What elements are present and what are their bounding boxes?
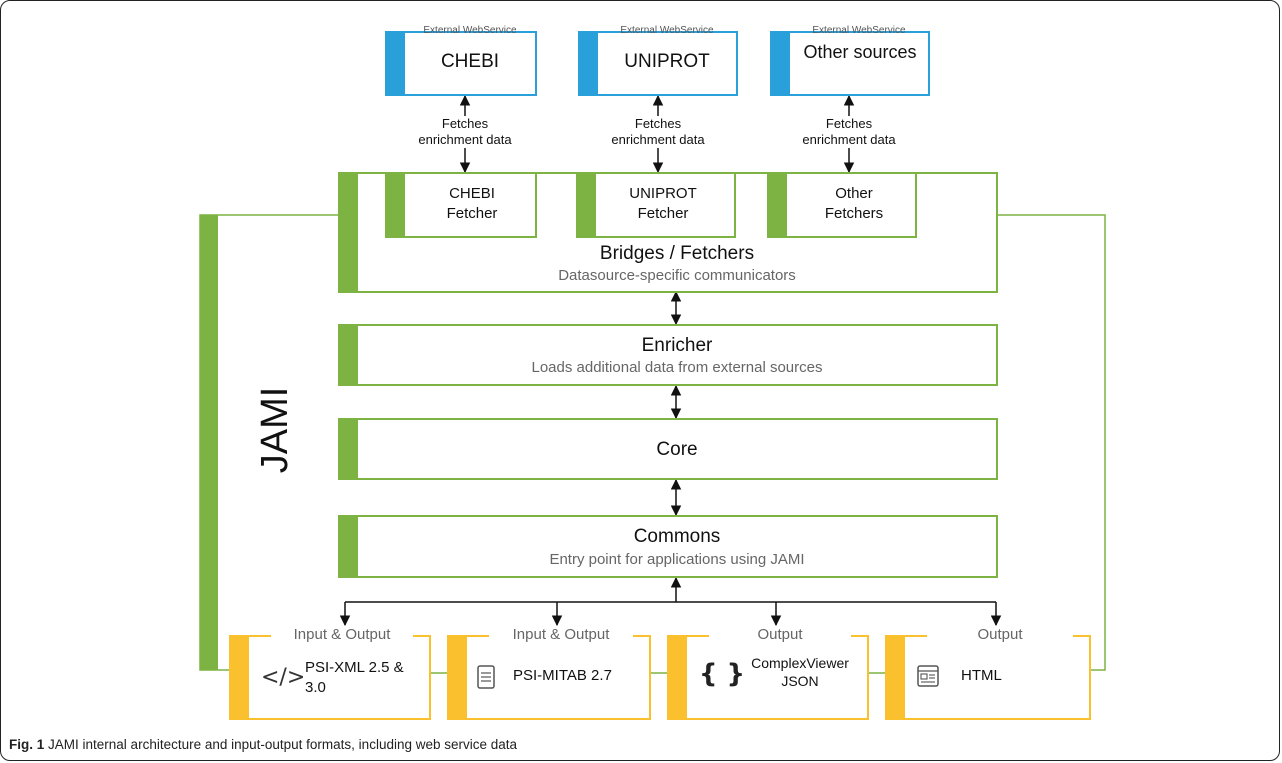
jami-right-connector: [997, 214, 1106, 671]
webservice-tag: External WebService: [812, 25, 906, 36]
format-name: PSI-MITAB 2.7: [513, 667, 612, 684]
format-psi-mitab: Input & Output PSI-MITAB 2.7: [447, 626, 651, 720]
format-tag: Input & Output: [271, 626, 413, 643]
layer-core: Core: [338, 418, 998, 480]
jami-label: JAMI: [254, 386, 296, 474]
webservice-tag: External WebService: [423, 25, 517, 36]
layer-title: Core: [656, 439, 698, 460]
layer-enricher: Enricher Loads additional data from exte…: [338, 324, 998, 386]
webservice-chebi: External WebService CHEBI: [385, 25, 537, 96]
fetcher-uniprot: UNIPROT Fetcher: [576, 172, 736, 238]
layer-title: Enricher: [641, 335, 713, 356]
format-html: Output HTML: [885, 626, 1091, 720]
webservice-name: CHEBI: [440, 51, 500, 72]
layer-title: Commons: [633, 526, 721, 547]
fetch-label-chebi: Fetches enrichment data: [410, 116, 520, 148]
format-tag: Input & Output: [489, 626, 633, 643]
code-icon: </>: [261, 665, 306, 690]
layer-commons: Commons Entry point for applications usi…: [338, 515, 998, 578]
format-tag: Output: [709, 626, 851, 643]
fetcher-label: UNIPROT Fetcher: [629, 185, 697, 222]
fetcher-label: Other Fetchers: [824, 185, 884, 222]
webservice-tag: External WebService: [620, 25, 714, 36]
format-name: HTML: [961, 667, 1002, 684]
jami-bar: [200, 215, 218, 670]
braces-icon: { }: [699, 659, 746, 689]
caption-label: Fig. 1: [9, 737, 45, 752]
figure-caption: Fig. 1 JAMI internal architecture and in…: [9, 737, 517, 752]
webservice-other: External WebService Other sources: [770, 25, 930, 96]
format-tag: Output: [927, 626, 1073, 643]
webservice-uniprot: External WebService UNIPROT: [578, 25, 738, 96]
format-complexviewer-json: Output { } ComplexViewer JSON: [667, 626, 869, 720]
layer-title: Bridges / Fetchers: [599, 243, 755, 264]
format-psi-xml: Input & Output </> PSI-XML 2.5 & 3.0: [229, 626, 431, 720]
format-name: ComplexViewer JSON: [751, 655, 849, 689]
fetcher-chebi: CHEBI Fetcher: [385, 172, 537, 238]
layer-subtitle: Loads additional data from external sour…: [531, 359, 823, 376]
format-name: PSI-XML 2.5 & 3.0: [305, 659, 404, 696]
webpage-icon: [917, 665, 939, 687]
fetcher-label: CHEBI Fetcher: [446, 185, 498, 222]
fetch-label-other: Fetches enrichment data: [794, 116, 904, 148]
fetch-label-uniprot: Fetches enrichment data: [603, 116, 713, 148]
document-icon: [477, 665, 495, 689]
webservice-name: UNIPROT: [624, 51, 710, 72]
webservice-name: Other sources: [803, 42, 917, 62]
layer-subtitle: Entry point for applications using JAMI: [549, 551, 805, 568]
caption-text: JAMI internal architecture and input-out…: [48, 737, 518, 752]
layer-subtitle: Datasource-specific communicators: [558, 267, 796, 284]
fetcher-other: Other Fetchers: [767, 172, 917, 238]
